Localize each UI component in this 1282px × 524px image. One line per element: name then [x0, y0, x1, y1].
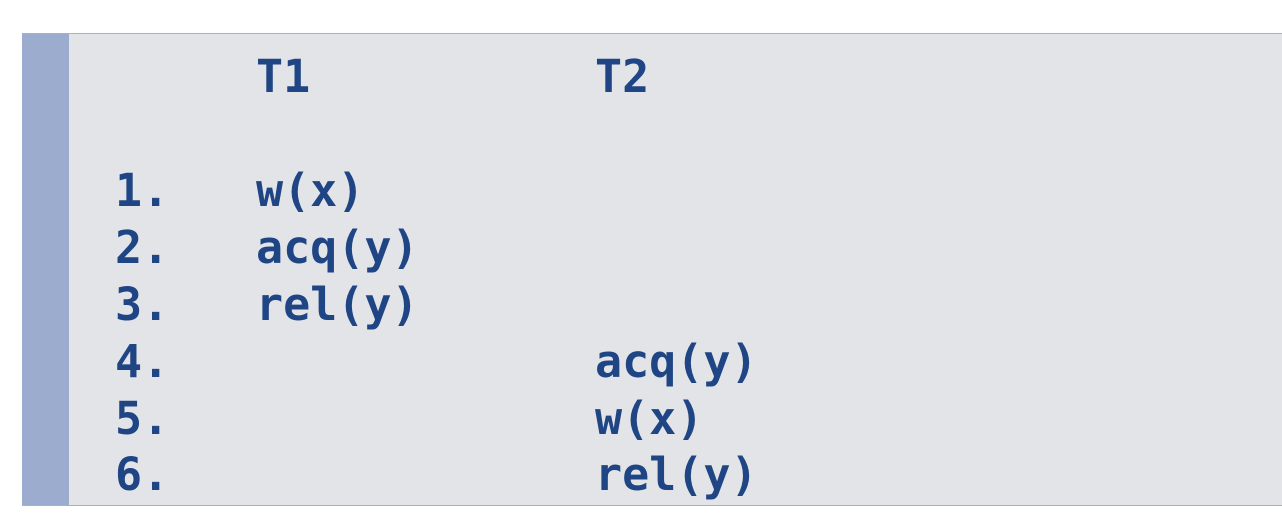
- t1-operation: w(x): [256, 164, 365, 217]
- t2-operation: acq(y): [595, 335, 758, 388]
- row-number: 1.: [115, 164, 170, 217]
- code-block: T1 T2 1. w(x) 2. acq(y) 3. rel(y) 4. acq…: [22, 33, 1282, 506]
- row-number: 4.: [115, 335, 170, 388]
- row-number: 2.: [115, 221, 170, 274]
- header-t1: T1: [256, 50, 311, 103]
- row-number: 3.: [115, 278, 170, 331]
- t1-operation: rel(y): [256, 278, 419, 331]
- row-number: 5.: [115, 392, 170, 445]
- header-t2: T2: [595, 50, 650, 103]
- code-block-left-bar: [22, 34, 69, 505]
- t1-operation: acq(y): [256, 221, 419, 274]
- t2-operation: w(x): [595, 392, 704, 445]
- t2-operation: rel(y): [595, 448, 758, 501]
- row-number: 6.: [115, 448, 170, 501]
